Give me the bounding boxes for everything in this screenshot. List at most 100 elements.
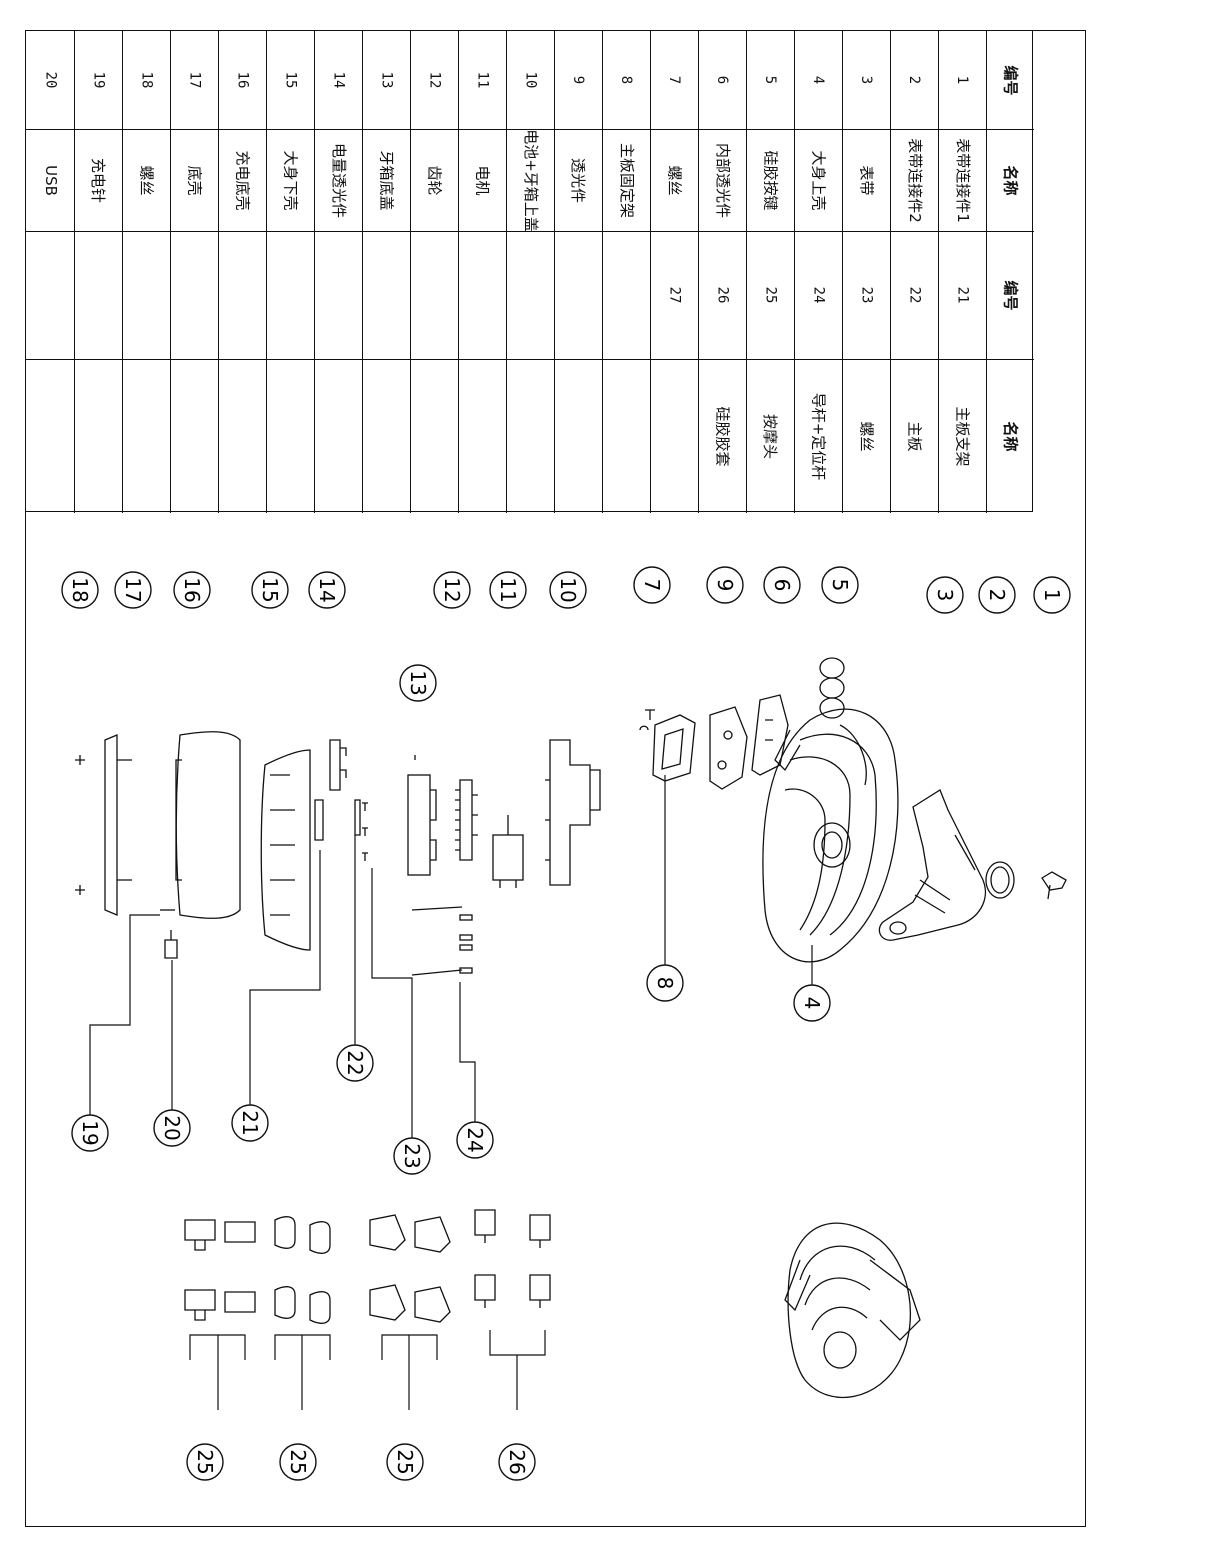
callout-24: 24 <box>456 1121 494 1159</box>
callout-circle <box>153 1109 191 1147</box>
battery-light-guide-part <box>329 739 347 791</box>
callout-circle <box>186 1443 224 1481</box>
callout-2: 2 <box>978 576 1016 614</box>
table-row-divider <box>218 31 219 513</box>
charging-bottom-shell-part <box>175 731 241 919</box>
strap-connector-1-part <box>1041 871 1067 900</box>
callout-number: 26 <box>505 1449 529 1474</box>
table-row-divider <box>362 31 363 513</box>
callout-circle <box>489 571 527 609</box>
callout-circle <box>399 664 437 702</box>
callout-22: 22 <box>336 1044 374 1082</box>
table-row-divider <box>74 31 75 513</box>
motor-part <box>492 815 524 888</box>
assembled-device-illustration <box>784 1222 921 1399</box>
callout-25: 25 <box>279 1443 317 1481</box>
callout-circle <box>763 566 801 604</box>
silicone-button-part <box>819 657 845 719</box>
callout-25: 25 <box>186 1443 224 1481</box>
mainboard-bracket-part <box>652 714 696 782</box>
callout-number: 13 <box>406 670 430 695</box>
callout-23: 23 <box>393 1137 431 1175</box>
callout-circle <box>71 1114 109 1152</box>
callout-7: 7 <box>633 566 671 604</box>
callout-circle <box>633 566 671 604</box>
callout-number: 16 <box>180 577 204 602</box>
massage-head-set-2 <box>274 1216 331 1324</box>
table-column-divider <box>26 359 1034 360</box>
silicone-sleeve-set <box>474 1209 551 1308</box>
table-row-divider <box>938 31 939 513</box>
callout-circle <box>549 571 587 609</box>
callout-26: 26 <box>498 1443 536 1481</box>
strap-part <box>878 789 987 941</box>
callout-number: 3 <box>933 589 957 602</box>
callout-11: 11 <box>489 571 527 609</box>
callout-18: 18 <box>61 571 99 609</box>
callout-number: 9 <box>713 579 737 592</box>
callout-20: 20 <box>153 1109 191 1147</box>
table-row-divider <box>266 31 267 513</box>
callout-number: 22 <box>343 1050 367 1075</box>
callout-circle <box>279 1443 317 1481</box>
callout-circle <box>646 964 684 1002</box>
callout-circle <box>456 1121 494 1159</box>
inner-light-guide-part <box>751 694 789 776</box>
callout-17: 17 <box>114 571 152 609</box>
callout-number: 6 <box>770 579 794 592</box>
strap-connector-2-part <box>985 861 1015 899</box>
callout-circle <box>433 571 471 609</box>
leader-lines <box>89 775 813 1410</box>
table-row-divider <box>170 31 171 513</box>
callout-circle <box>926 576 964 614</box>
callout-circle <box>114 571 152 609</box>
table-row-divider <box>458 31 459 513</box>
callout-13: 13 <box>399 664 437 702</box>
callout-6: 6 <box>763 566 801 604</box>
callout-9: 9 <box>706 566 744 604</box>
callout-1: 1 <box>1033 576 1071 614</box>
table-row-divider <box>506 31 507 513</box>
callout-number: 17 <box>121 577 145 602</box>
gearbox-bottom-cover-part <box>407 755 437 876</box>
callout-circle <box>336 1044 374 1082</box>
callout-circle <box>393 1137 431 1175</box>
table-row-divider <box>794 31 795 513</box>
callout-circle <box>61 571 99 609</box>
callout-number: 25 <box>193 1449 217 1474</box>
callout-labels: 1235697101112131415161718482423222120192… <box>61 566 1071 1481</box>
callout-number: 21 <box>238 1110 262 1135</box>
massage-head-set-3 <box>369 1214 451 1323</box>
callout-19: 19 <box>71 1114 109 1152</box>
battery-gearbox-top-part <box>545 739 601 886</box>
callout-15: 15 <box>251 571 289 609</box>
callout-5: 5 <box>821 566 859 604</box>
callout-number: 19 <box>78 1120 102 1145</box>
mainboard-part <box>354 799 361 836</box>
callout-number: 4 <box>800 997 824 1010</box>
callout-number: 23 <box>400 1143 424 1168</box>
table-row-divider <box>410 31 411 513</box>
callout-number: 11 <box>496 577 520 602</box>
callout-circle <box>173 571 211 609</box>
gear-part <box>455 779 478 861</box>
bottom-shell-part <box>104 734 132 916</box>
callout-number: 7 <box>640 579 664 592</box>
callout-circle <box>251 571 289 609</box>
table-row-divider <box>650 31 651 513</box>
callout-number: 25 <box>393 1449 417 1474</box>
callout-21: 21 <box>231 1104 269 1142</box>
light-guide-part <box>709 706 748 790</box>
table-row-divider <box>602 31 603 513</box>
table-row-divider <box>554 31 555 513</box>
table-row-divider <box>890 31 891 513</box>
callout-number: 24 <box>463 1127 487 1152</box>
callout-25: 25 <box>386 1443 424 1481</box>
lower-shell-part <box>260 749 311 951</box>
callout-circle <box>978 576 1016 614</box>
callout-number: 1 <box>1040 589 1064 602</box>
callout-number: 2 <box>985 589 1009 602</box>
guide-rod-part <box>411 906 473 976</box>
